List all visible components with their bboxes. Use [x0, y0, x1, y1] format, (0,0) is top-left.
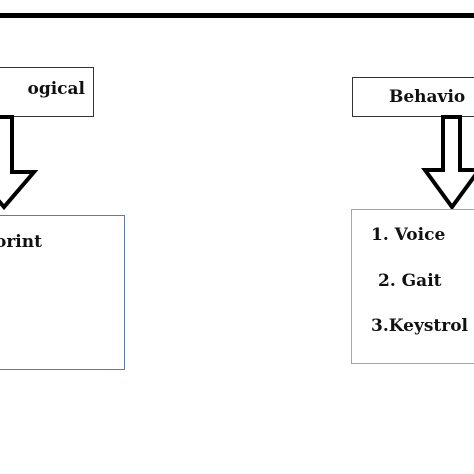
- behavioral-title: Behavio: [389, 87, 466, 107]
- down-arrow-right: [421, 115, 474, 211]
- behavioral-item-voice: 1. Voice: [371, 225, 446, 245]
- physiological-title: ogical: [27, 79, 85, 99]
- physiological-items-box: orint: [0, 215, 125, 370]
- physiological-item: orint: [0, 232, 42, 252]
- behavioral-item-keystroke: 3.Keystrol: [371, 316, 469, 336]
- behavioral-items-box: 1. Voice 2. Gait 3.Keystrol: [351, 209, 474, 364]
- top-divider-line: [0, 13, 474, 18]
- behavioral-item-gait: 2. Gait: [378, 271, 442, 291]
- physiological-box: ogical: [0, 67, 94, 117]
- behavioral-box: Behavio: [352, 77, 474, 117]
- down-arrow-left: [0, 115, 39, 211]
